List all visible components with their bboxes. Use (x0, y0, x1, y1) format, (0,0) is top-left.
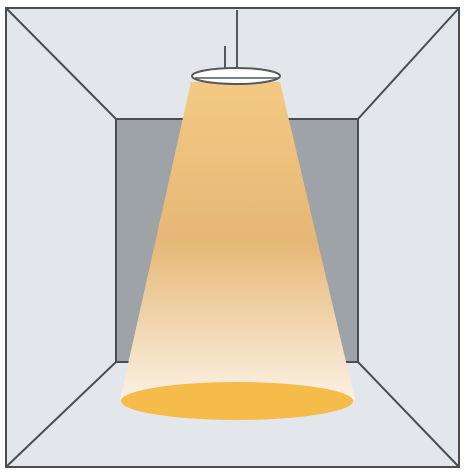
light-pool (121, 382, 353, 420)
lamp-shade (192, 68, 280, 84)
